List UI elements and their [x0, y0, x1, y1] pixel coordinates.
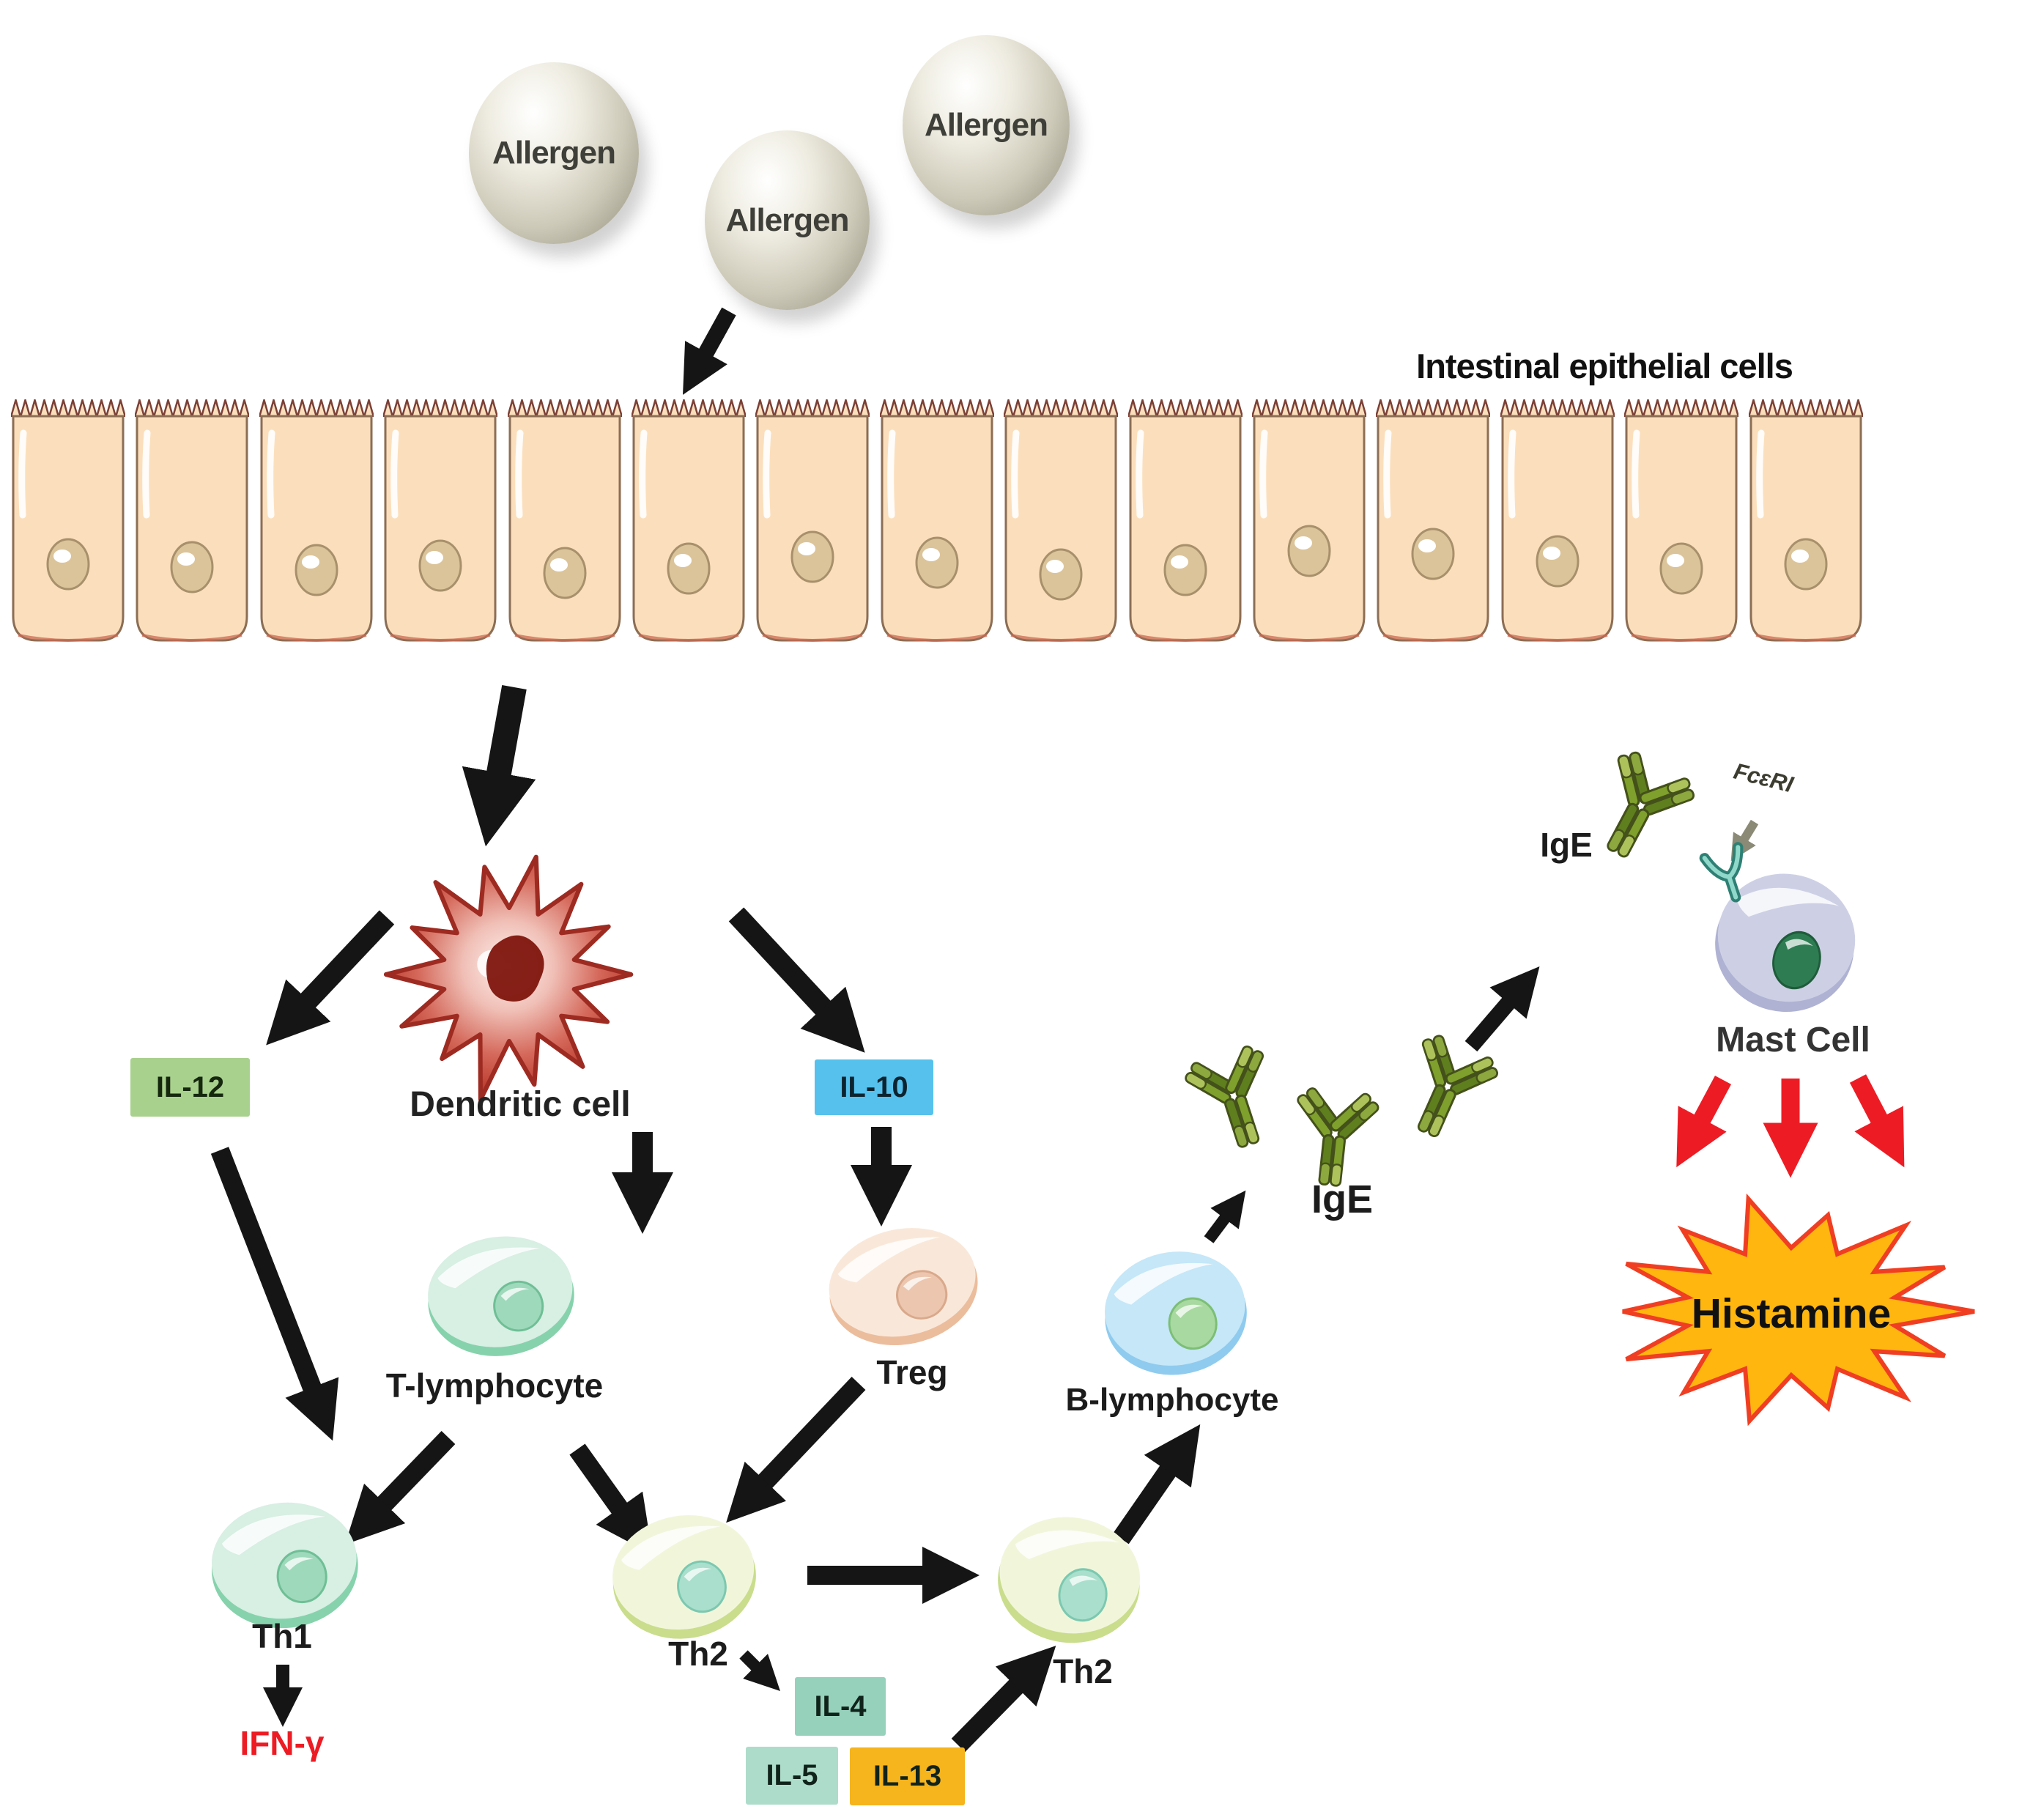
fceri-receptor-icon: [1699, 842, 1744, 903]
th2-left-label: Th2: [668, 1635, 728, 1673]
allergen-label: Allergen: [725, 201, 849, 238]
th1-label: Th1: [252, 1617, 312, 1655]
arrow-il13-to-th2: [951, 1646, 1056, 1753]
arrow-blymphocyte-to-ige: [1204, 1190, 1246, 1243]
arrow-mast-release-left: [1676, 1076, 1732, 1168]
b-lymphocyte-cell: [1095, 1241, 1256, 1386]
t-lymphocyte-cell: [418, 1226, 583, 1367]
dendritic-cell-icon: [383, 854, 634, 1102]
il10-label: IL-10: [840, 1070, 908, 1103]
arrow-tlymphocyte-to-th2: [569, 1443, 653, 1555]
arrow-tlymphocyte-to-th1: [344, 1430, 456, 1545]
ige-bound-label: IgE: [1540, 826, 1593, 864]
intestinal-epithelium: [11, 399, 1863, 640]
ifn-gamma-label: IFN-γ: [240, 1724, 325, 1762]
arrow-allergen-to-epithelium: [683, 307, 736, 395]
mast-cell-label: Mast Cell: [1716, 1021, 1870, 1059]
il13-box: IL-13: [850, 1747, 965, 1805]
il13-label: IL-13: [873, 1760, 942, 1792]
arrow-ige-to-mastcell: [1464, 966, 1540, 1052]
red-arrows-degranulation: [1676, 1074, 1905, 1178]
arrow-treg-to-th2: [726, 1377, 866, 1523]
allergen-label: Allergen: [924, 107, 1048, 143]
t-lymphocyte-label: T-lymphocyte: [385, 1366, 604, 1405]
arrow-dendritic-to-il12: [266, 910, 395, 1046]
epithelial-nuclei: [46, 525, 1828, 601]
arrow-th2-to-blymphocyte: [1113, 1424, 1201, 1545]
arrow-il12-to-th1: [210, 1147, 339, 1441]
allergen-label: Allergen: [492, 135, 616, 171]
th2-right-label: Th2: [1053, 1652, 1113, 1690]
allergen-sphere-2: Allergen: [705, 130, 870, 310]
th1-cell: [204, 1494, 366, 1637]
il5-label: IL-5: [766, 1759, 818, 1791]
arrow-mast-release-right: [1849, 1074, 1905, 1168]
ige-antibody-cluster: [1180, 1029, 1505, 1190]
b-lymphocyte-label: B-lymphocyte: [1065, 1382, 1279, 1418]
histamine-label: Histamine: [1691, 1290, 1892, 1337]
arrow-th2-to-il4: [739, 1650, 780, 1691]
dendritic-cell-label: Dendritic cell: [410, 1085, 631, 1124]
il10-box: IL-10: [815, 1059, 933, 1115]
il4-label: IL-4: [814, 1690, 867, 1723]
arrow-dendritic-to-il10: [728, 907, 865, 1053]
ige-cluster-label: IgE: [1311, 1177, 1373, 1221]
il12-label: IL-12: [155, 1070, 225, 1103]
il5-box: IL-5: [746, 1747, 838, 1805]
il4-box: IL-4: [795, 1677, 886, 1736]
epithelium-label: Intestinal epithelial cells: [1416, 347, 1793, 385]
allergen-sphere-1: Allergen: [469, 62, 639, 244]
treg-label: Treg: [876, 1353, 948, 1391]
treg-cell: [817, 1213, 990, 1360]
allergen-sphere-3: Allergen: [903, 35, 1070, 215]
histamine-burst-icon: [1622, 1193, 1975, 1427]
arrow-epithelium-to-dendritic: [462, 684, 536, 847]
il12-box: IL-12: [130, 1058, 250, 1117]
black-arrows: [210, 307, 1540, 1753]
